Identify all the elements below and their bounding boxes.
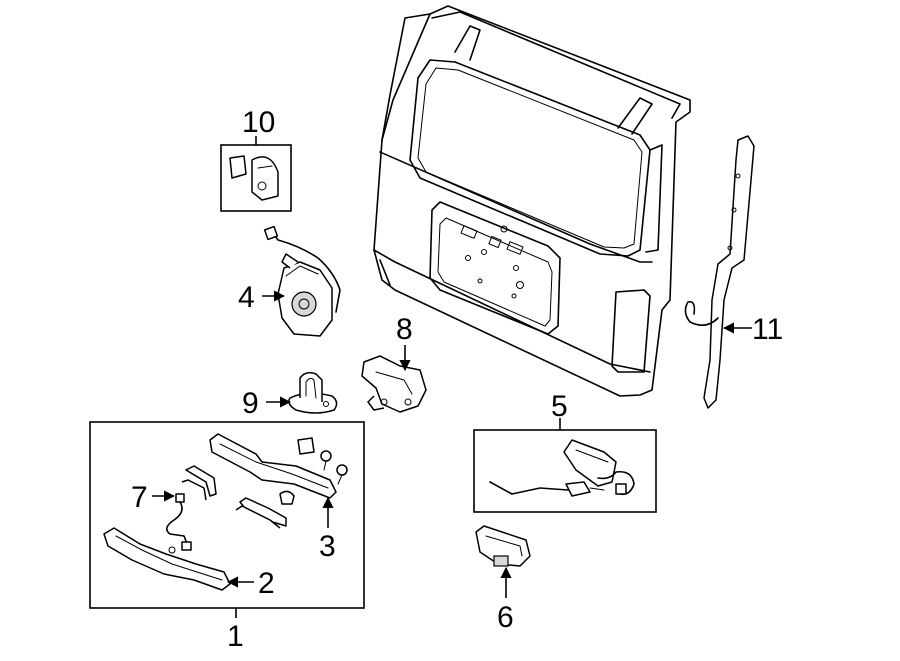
callout-11: 11 [752, 313, 783, 346]
callout-10: 10 [242, 106, 275, 139]
leader-lines [152, 136, 752, 618]
callout-numbers: 10 4 9 8 11 5 6 7 3 2 1 [131, 106, 783, 653]
part-11-weatherstrip [684, 135, 755, 409]
liftgate-panel [373, 5, 691, 397]
part-10-actuator [229, 155, 279, 201]
part-3-upper-garnish [209, 433, 337, 499]
part-7-wire-harness [166, 493, 192, 554]
part-1-box [89, 421, 365, 609]
callout-9: 9 [242, 387, 259, 420]
part-9-striker [288, 371, 338, 414]
callout-6: 6 [497, 601, 514, 634]
part-1-clips [279, 437, 348, 505]
callout-7: 7 [131, 481, 148, 514]
callout-5: 5 [551, 390, 568, 423]
part-4-liftgate-motor [263, 225, 341, 337]
callout-2: 2 [258, 567, 275, 600]
part-5-group [473, 429, 657, 513]
part-2-lower-garnish [103, 527, 231, 591]
part-10-group [220, 144, 292, 212]
part-1-brackets [181, 465, 287, 529]
part-6-license-lamp [475, 525, 531, 567]
callout-3: 3 [319, 530, 336, 563]
callout-8: 8 [396, 313, 413, 346]
callout-1: 1 [227, 620, 244, 653]
callout-4: 4 [238, 281, 255, 314]
part-1-group [89, 421, 365, 609]
part-8-latch [361, 355, 427, 413]
part-5-release-cable [489, 439, 635, 497]
part-5-box [473, 429, 657, 513]
